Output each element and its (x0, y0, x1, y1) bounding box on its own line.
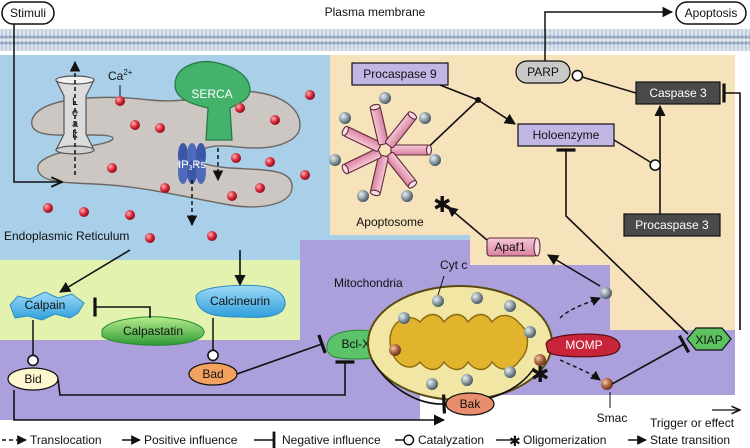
momp-label: MOMP (565, 338, 602, 352)
oligomerization-star-apoptosome: ✱ (433, 193, 451, 218)
bid-label: Bid (24, 372, 41, 386)
apaf1-node[interactable]: Apaf1 (486, 237, 541, 257)
caspase3-catalyzes-parp (571, 69, 637, 94)
legend-translocation-label: Translocation (30, 433, 102, 447)
bclxl-inhibits-bak (371, 359, 446, 414)
caspase3-label: Caspase 3 (649, 86, 707, 100)
legend-oligomerization-star: ✱ (509, 434, 521, 448)
smac-label: Smac (597, 411, 628, 425)
calcineurin-label: Calcineurin (210, 294, 270, 308)
procaspase9-to-junction (439, 84, 479, 101)
procaspase9-node[interactable]: Procaspase 9 (351, 62, 449, 86)
bak-node[interactable]: Bak (445, 392, 495, 416)
mitochondrion (367, 285, 553, 401)
legend-catalyzation-label: Catalyzation (418, 433, 484, 447)
bad-label: Bad (202, 367, 223, 381)
trigger-label: Trigger or effect (650, 416, 735, 430)
cytc-to-apaf1-arrow (547, 254, 601, 287)
legend-state-label: State transition (650, 433, 730, 447)
bak-to-momp (489, 367, 535, 399)
ip3rs-channel: IP3Rs (178, 143, 206, 184)
parp-node[interactable]: PARP (515, 60, 571, 84)
apaf1-label: Apaf1 (494, 240, 526, 254)
procaspase9-label: Procaspase 9 (363, 67, 437, 81)
er-to-calpain-arrow (59, 249, 131, 293)
xiap-node[interactable]: XIAP (686, 327, 732, 351)
xiap-inhibits-holoenzyme (556, 148, 689, 335)
stimuli-trigger-line (13, 24, 62, 182)
bad-inhibits-bclxl (236, 334, 327, 375)
plasma-membrane-band (0, 29, 750, 51)
serca-pump: SERCA (174, 60, 251, 141)
smac-inhibits-xiap (611, 334, 691, 385)
oligomerization-star-bak: ✱ (531, 363, 549, 388)
calcineurin-node[interactable]: Calcineurin (195, 284, 286, 318)
calcium-ions (43, 90, 315, 243)
er-label: Endoplasmic Reticulum (4, 229, 129, 243)
apoptosis-label: Apoptosis (685, 6, 738, 20)
apoptosome-label: Apoptosome (356, 215, 424, 229)
calpastatin-node[interactable]: Calpastatin (101, 316, 205, 346)
released-smac (601, 378, 613, 390)
ca-label: Ca2+ (108, 68, 133, 83)
legend-positive-label: Positive influence (144, 433, 238, 447)
xiap-label: XIAP (695, 333, 722, 347)
xiap-inhibits-caspase3 (722, 83, 741, 330)
calpastatin-label: Calpastatin (123, 324, 183, 338)
apaf1-to-apoptosome-oligomerization (447, 206, 488, 241)
bid-to-bak-arrow (13, 390, 446, 426)
parp-to-apoptosis-arrow (544, 6, 674, 61)
momp-node[interactable]: MOMP (545, 333, 621, 358)
mitochondria-label: Mitochondria (334, 276, 403, 290)
calpastatin-inhibits-calpain (93, 297, 151, 318)
cytc-release-arrow (559, 296, 601, 319)
holoenzyme-label: Holoenzyme (533, 128, 600, 142)
legend: Translocation Positive influence Negativ… (2, 431, 730, 448)
holoenzyme-catalyzes-procaspase3 (613, 139, 662, 171)
apoptosis-node[interactable]: Apoptosis (675, 1, 747, 25)
ip3rs-label: IP3Rs (178, 159, 206, 172)
plasma-membrane-label: Plasma membrane (325, 5, 426, 19)
serca-label: SERCA (191, 87, 232, 101)
bak-label: Bak (460, 397, 482, 411)
er-extension-region (320, 55, 332, 255)
released-cytc (600, 287, 612, 299)
apoptosome (329, 92, 441, 202)
bid-node[interactable]: Bid (7, 367, 59, 391)
procaspase3-label: Procaspase 3 (635, 218, 709, 232)
stimuli-label: Stimuli (10, 6, 46, 20)
caspase3-node[interactable]: Caspase 3 (635, 81, 721, 105)
ca-ion (115, 96, 125, 106)
junction-to-holoenzyme-arrow (477, 99, 516, 125)
calpain-label: Calpain (25, 298, 66, 312)
cytc-label: Cyt c (440, 258, 467, 272)
stimuli-node[interactable]: Stimuli (1, 1, 55, 25)
bad-node[interactable]: Bad (188, 362, 238, 386)
calpain-node[interactable]: Calpain (9, 291, 85, 321)
procaspase3-node[interactable]: Procaspase 3 (623, 213, 721, 237)
parp-label: PARP (527, 65, 559, 79)
bid-inhibits-bclxl (57, 360, 355, 396)
legend-oligomerization-label: Oligomerization (523, 433, 606, 447)
holoenzyme-node[interactable]: Holoenzyme (517, 123, 615, 147)
legend-negative-label: Negative influence (282, 433, 381, 447)
